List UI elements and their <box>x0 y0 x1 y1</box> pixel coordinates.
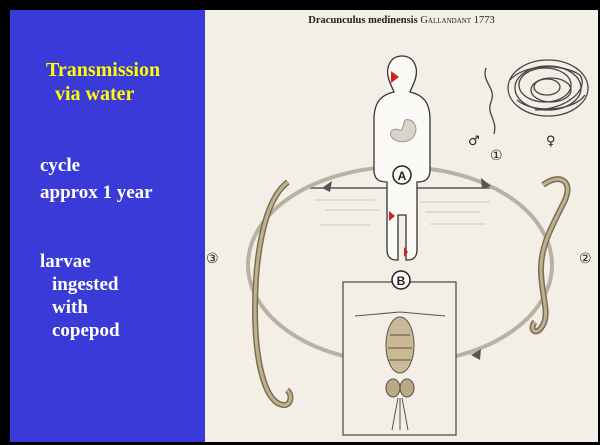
lifecycle-illustration: A B <box>205 10 598 442</box>
cycle-duration-text: approx 1 year <box>40 182 153 204</box>
stage-3-label: ③ <box>206 251 219 267</box>
larvae-with-text: with <box>52 297 88 319</box>
female-symbol-icon: ♀ <box>546 134 556 149</box>
label-b-text: B <box>397 274 406 288</box>
slide-title-line-1: Transmission <box>46 59 160 82</box>
slide-title-line-2: via water <box>55 83 134 106</box>
human-host-figure <box>374 56 430 260</box>
larva-stage-3-icon <box>255 182 290 405</box>
male-worm-icon <box>485 68 495 134</box>
male-symbol-icon: ♂ <box>468 134 480 149</box>
cycle-text: cycle <box>40 155 80 177</box>
label-a-text: A <box>398 169 407 183</box>
larvae-copepod-text: copepod <box>52 320 120 342</box>
larvae-ingested-text: ingested <box>52 274 119 296</box>
text-panel: Transmission via water cycle approx 1 ye… <box>10 10 205 442</box>
stage-1-label: ① <box>490 148 503 164</box>
stage-2-label: ② <box>579 251 592 267</box>
coiled-adult-worm-icon <box>508 60 588 116</box>
host-label-a: A <box>393 166 411 184</box>
lifecycle-figure: Dracunculus medinensis Gallandant 1773 <box>205 10 598 442</box>
host-label-b: B <box>392 271 410 289</box>
larvae-text: larvae <box>40 251 91 273</box>
